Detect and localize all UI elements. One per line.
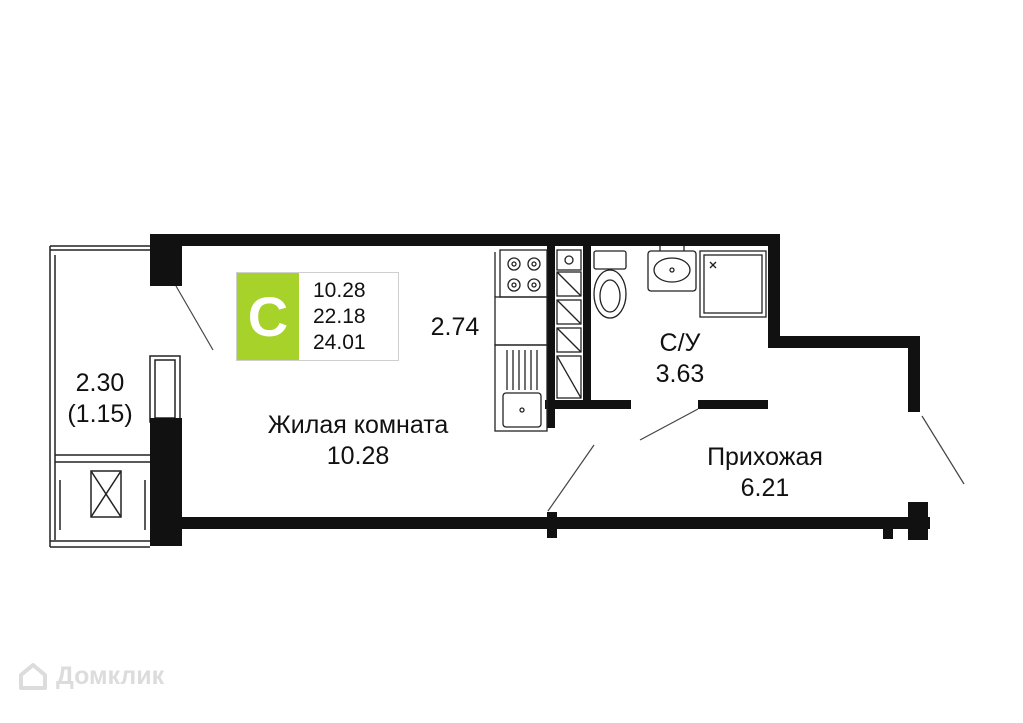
apartment-type-badge: С — [237, 273, 299, 360]
kitchen-shelves — [556, 249, 582, 399]
total-area-value: 22.18 — [313, 305, 366, 328]
kitchen-area: 2.74 — [430, 313, 480, 341]
balcony-area: 2.30 — [75, 369, 125, 397]
area-summary-values: 10.28 22.18 24.01 — [313, 278, 366, 356]
ventilation-hatch-icon — [90, 470, 122, 518]
house-logo-icon — [19, 663, 47, 690]
toilet-icon — [593, 250, 627, 319]
total-area-with-balcony-value: 24.01 — [313, 331, 366, 354]
living-area-value: 10.28 — [313, 279, 366, 302]
apartment-type-letter: С — [247, 285, 289, 348]
shower-tray-icon — [699, 250, 767, 318]
stove-icon — [499, 249, 548, 298]
living-room-area: 10.28 — [326, 442, 390, 471]
bathroom-area: 3.63 — [655, 360, 705, 389]
washbasin-icon — [647, 246, 697, 292]
bathroom-label: С/У 3.63 — [630, 328, 730, 391]
living-room-name: Жилая комната — [267, 411, 449, 439]
watermark-text: Домклик — [56, 661, 165, 690]
walls — [150, 234, 930, 546]
balcony-label: 2.30 (1.15) — [60, 368, 140, 431]
hallway-name: Прихожая — [707, 443, 823, 471]
hallway-label: Прихожая 6.21 — [680, 442, 850, 505]
door-swings — [175, 285, 965, 512]
bathroom-name: С/У — [659, 329, 701, 357]
domclick-watermark: Домклик — [18, 660, 164, 692]
area-summary-badge: С 10.28 22.18 24.01 — [236, 272, 399, 361]
living-room-label: Жилая комната 10.28 — [238, 410, 478, 473]
kitchen-sink-icon — [494, 344, 548, 432]
balcony-area-reduced: (1.15) — [67, 400, 133, 429]
hallway-area: 6.21 — [740, 474, 790, 503]
